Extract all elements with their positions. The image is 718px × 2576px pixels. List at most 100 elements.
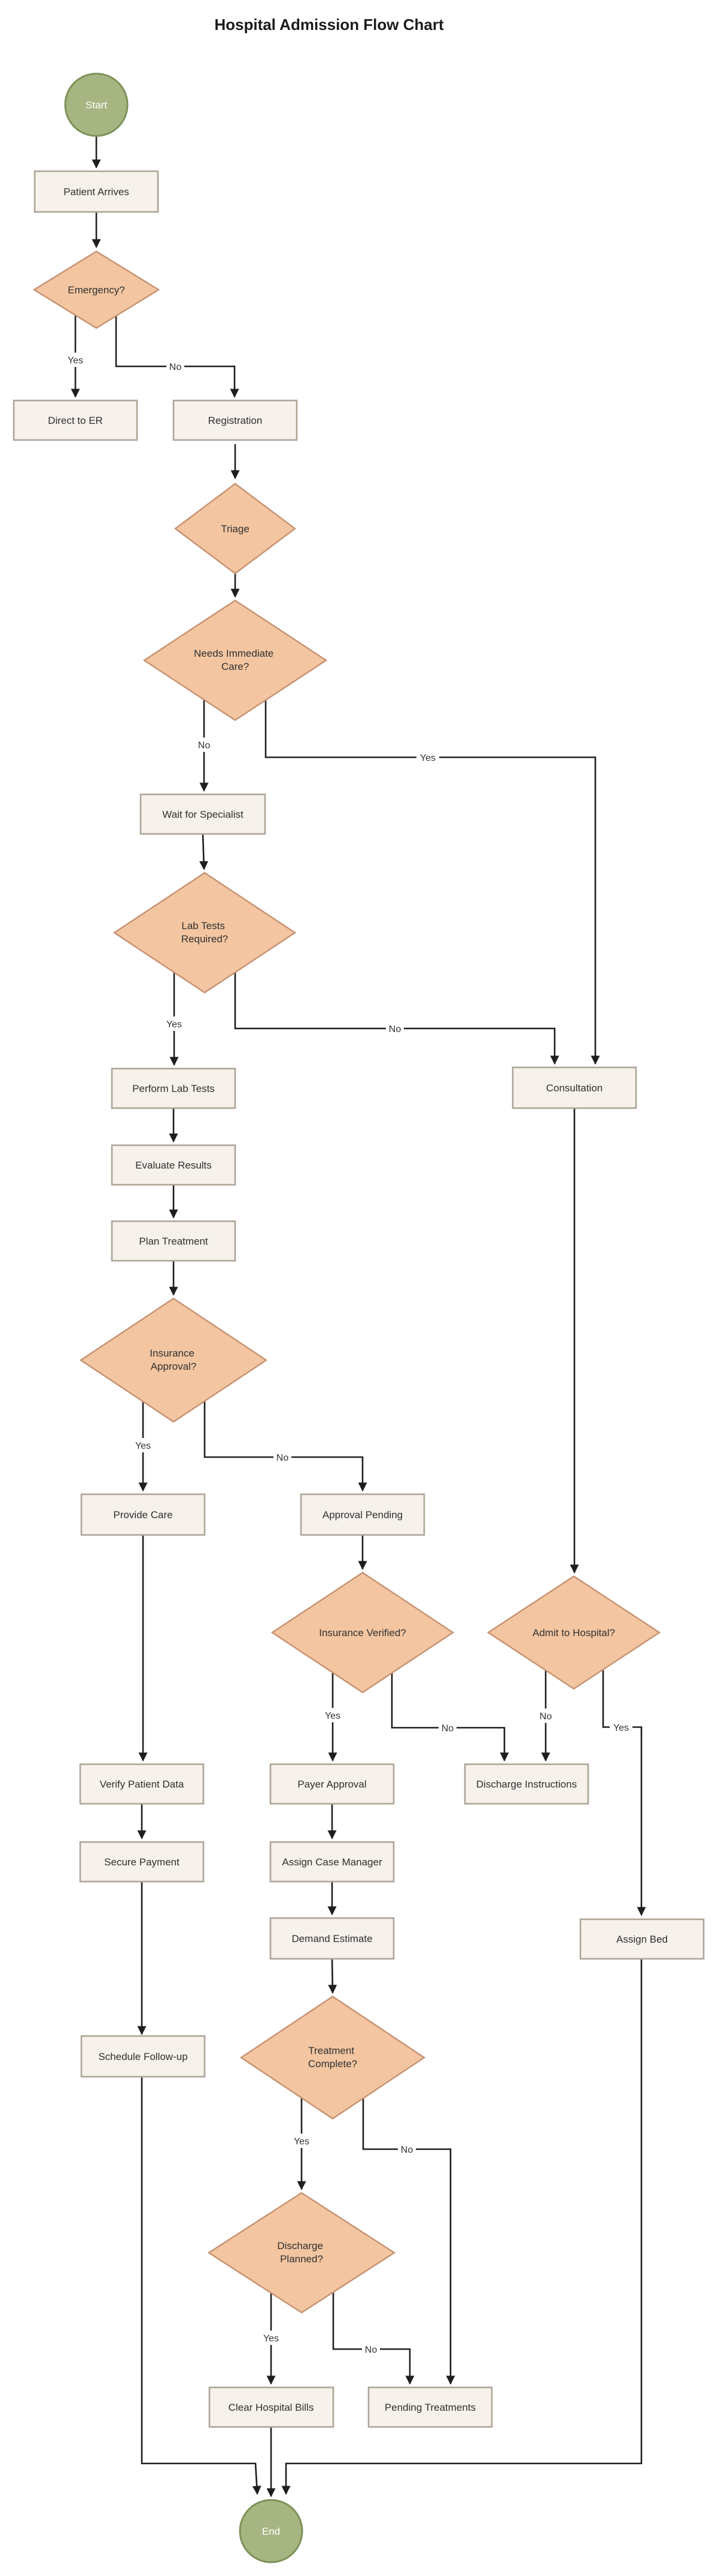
clear-hospital-bills-shape [208, 2386, 334, 2428]
registration-shape [172, 399, 298, 441]
node-discharge-planned: Discharge Planned? [207, 2192, 396, 2314]
approval-pending-shape [300, 1493, 425, 1536]
edge-assign-bed-end [281, 1959, 643, 2495]
clear-hospital-bills-label: Clear Hospital Bills [229, 2402, 314, 2413]
node-admit-to-hospital: Admit to Hospital? [486, 1575, 661, 1690]
edge-label-text: Yes [294, 2137, 309, 2147]
node-schedule-follow-up: Schedule Follow-up [80, 2035, 206, 2078]
insurance-approval-shape [79, 1297, 268, 1423]
node-plan-treatment: Plan Treatment [111, 1220, 236, 1262]
edge-label-text: Yes [68, 356, 83, 366]
plan-treatment-label: Plan Treatment [139, 1236, 208, 1247]
wait-for-specialist-label: Wait for Specialist [162, 809, 244, 820]
node-provide-care: Provide Care [80, 1493, 206, 1536]
node-treatment-complete: Treatment Complete? [239, 1995, 426, 2120]
node-pending-treatments: Pending Treatments [367, 2386, 493, 2428]
edge-labels: Yes No No Yes Yes No Yes No [64, 353, 632, 2356]
discharge-planned-label: Discharge Planned? [277, 2240, 325, 2265]
edge-label-text: No [442, 1724, 454, 1734]
admit-to-hospital-label: Admit to Hospital? [533, 1627, 615, 1639]
node-secure-payment: Secure Payment [79, 1841, 205, 1883]
assign-case-manager-label: Assign Case Manager [282, 1856, 382, 1868]
nodes: Start Patient Arrives Emergency? Direct … [13, 72, 705, 2563]
treatment-complete-shape [239, 1995, 426, 2120]
secure-payment-shape [79, 1841, 205, 1883]
approval-pending-label: Approval Pending [323, 1509, 403, 1521]
node-start: Start [64, 72, 129, 137]
edge-label-iv-yes: Yes [321, 1708, 344, 1722]
pending-treatments-shape [367, 2386, 493, 2428]
verify-patient-data-shape [79, 1763, 205, 1805]
edge-label-bg [537, 1709, 555, 1723]
edge-label-bg [398, 2142, 416, 2156]
emergency-decision-label: Emergency? [68, 284, 124, 296]
assign-case-manager-shape [269, 1841, 395, 1883]
edge-label-bg [260, 2331, 282, 2345]
perform-lab-tests-shape [111, 1067, 236, 1109]
plan-treatment-shape [111, 1220, 236, 1262]
edge-label-text: No [198, 741, 211, 751]
consultation-shape [512, 1066, 637, 1109]
node-end: End [239, 2499, 303, 2563]
schedule-follow-up-label: Schedule Follow-up [98, 2051, 187, 2062]
pending-treatments-label: Pending Treatments [385, 2402, 476, 2413]
provide-care-shape [80, 1493, 206, 1536]
node-triage: Triage [174, 483, 296, 575]
edge-label-text: No [389, 1024, 401, 1034]
edge-label-admit-no: No [537, 1709, 555, 1723]
node-perform-lab-tests: Perform Lab Tests [111, 1067, 236, 1109]
edge-label-bg [166, 359, 184, 374]
node-demand-estimate: Demand Estimate [269, 1917, 395, 1960]
edge-admit-assign-bed [602, 1670, 646, 1916]
schedule-follow-up-shape [80, 2035, 206, 2078]
edge-label-bg [439, 1721, 457, 1735]
secure-payment-label: Secure Payment [104, 1856, 180, 1868]
triage-decision-label: Triage [221, 523, 250, 535]
assign-bed-label: Assign Bed [616, 1934, 668, 1945]
edge-label-text: Yes [135, 1441, 151, 1451]
edge-label-text: No [169, 362, 182, 372]
payer-approval-label: Payer Approval [297, 1779, 366, 1790]
edge-label-nic-yes: Yes [416, 750, 439, 764]
direct-to-er-shape [13, 399, 138, 441]
edge-emergency-registration [115, 311, 239, 398]
node-approval-pending: Approval Pending [300, 1493, 425, 1536]
insurance-verified-label: Insurance Verified? [319, 1627, 406, 1639]
patient-arrives-label: Patient Arrives [63, 186, 129, 198]
assign-bed-shape [579, 1918, 705, 1960]
edge-label-emergency-no: No [166, 359, 184, 374]
insurance-approval-label: Insurance Approval? [150, 1348, 197, 1372]
end-terminal-label: End [262, 2526, 280, 2537]
edge-label-text: Yes [263, 2334, 279, 2344]
node-discharge-instructions: Discharge Instructions [464, 1763, 589, 1805]
lab-tests-required-label: Lab Tests Required? [181, 920, 228, 945]
edge-label-text: No [365, 2345, 378, 2355]
edge-label-lab-yes: Yes [163, 1017, 185, 1031]
edge-ia-approval-pending [203, 1401, 367, 1492]
page-title: Hospital Admission Flow Chart [214, 16, 444, 34]
node-emergency: Emergency? [32, 250, 160, 329]
node-patient-arrives: Patient Arrives [34, 170, 159, 213]
edge-label-admit-yes: Yes [610, 1720, 632, 1734]
edge-de-treatment-complete [328, 1958, 337, 1994]
node-direct-to-er: Direct to ER [13, 399, 138, 441]
node-wait-for-specialist: Wait for Specialist [139, 793, 266, 835]
edge-label-bg [290, 2134, 313, 2148]
edge-label-bg [195, 738, 213, 752]
start-terminal-label: Start [86, 99, 107, 111]
payer-approval-shape [269, 1763, 395, 1805]
edge-label-nic-no: No [195, 738, 213, 752]
needs-immediate-care-label: Needs Immediate Care? [194, 648, 276, 672]
edge-label-bg [64, 353, 87, 367]
node-consultation: Consultation [512, 1066, 637, 1109]
insurance-verified-shape [270, 1571, 455, 1694]
edge-label-text: Yes [420, 753, 436, 763]
consultation-label: Consultation [546, 1082, 603, 1094]
demand-estimate-shape [269, 1917, 395, 1960]
edge-label-iv-no: No [439, 1721, 457, 1735]
wait-for-specialist-shape [139, 793, 266, 835]
discharge-instructions-label: Discharge Instructions [476, 1779, 577, 1790]
admit-to-hospital-shape [486, 1575, 661, 1690]
